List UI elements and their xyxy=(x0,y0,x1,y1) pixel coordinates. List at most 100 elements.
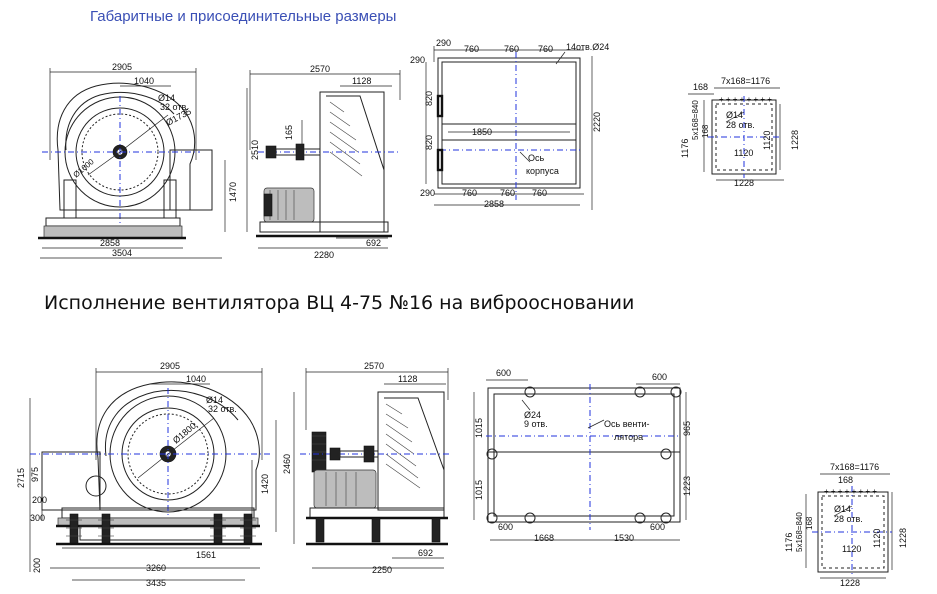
bottom-plan-labels: 600 600 Ø24 9 отв. Ось венти- лятора 101… xyxy=(474,368,692,543)
dim-2905-bottom: 2905 xyxy=(160,361,180,371)
dim-1015a: 1015 xyxy=(474,418,484,438)
bottom-flange-view: + + + + + + + + xyxy=(805,473,893,579)
dim-600c: 600 xyxy=(498,522,513,532)
flange-bottom-1176: 1176 xyxy=(784,533,794,552)
dim-692-bottom: 692 xyxy=(418,548,433,558)
flange-top-1176: 1176 xyxy=(680,139,690,158)
dim-1470: 1470 xyxy=(228,182,238,202)
dim-2510: 2510 xyxy=(250,140,260,160)
dim-760f: 760 xyxy=(532,188,547,198)
dim-760a: 760 xyxy=(464,44,479,54)
flange-bottom-1228-w: 1228 xyxy=(840,578,860,588)
drawing-title-dimensions: Габаритные и присоединительные размеры xyxy=(90,8,397,25)
dim-300: 300 xyxy=(30,513,45,523)
dim-3435: 3435 xyxy=(146,578,166,588)
bottom-plan-view xyxy=(473,379,687,541)
vibration-isolators xyxy=(66,513,256,545)
flange-top-1120-w: 1120 xyxy=(734,148,753,158)
dim-975: 975 xyxy=(30,467,40,482)
dim-290c: 290 xyxy=(420,188,435,198)
dim-1040-top: 1040 xyxy=(134,76,154,86)
bottom-side-view xyxy=(29,368,277,581)
flange-bottom-168-h: 168 xyxy=(805,516,814,530)
top-plan-view xyxy=(425,46,593,210)
flange-top-168: 168 xyxy=(693,82,708,92)
dim-1015b: 1015 xyxy=(474,480,484,500)
flange-top-1120-h: 1120 xyxy=(762,131,772,150)
dim-290a: 290 xyxy=(436,38,451,48)
dim-2715: 2715 xyxy=(16,468,26,488)
flange-bottom-hole-count: 28 отв. xyxy=(834,514,863,524)
plan-axis-label-1: Ось венти- xyxy=(604,419,650,429)
flange-top-168-h: 168 xyxy=(701,124,710,138)
top-side-labels: 2905 1040 Ø14 32 отв. Ø1735 Ø1600 2510 1… xyxy=(72,62,260,258)
dim-2250: 2250 xyxy=(372,565,392,575)
flange-top-1228-h: 1228 xyxy=(790,130,800,150)
dim-165: 165 xyxy=(284,125,294,140)
flange-bottom-hole-dia: Ø14 xyxy=(834,504,851,514)
top-front-labels: 2570 1128 165 2280 692 xyxy=(284,64,381,260)
flange-bottom-pattern-h: 5x168=840 xyxy=(795,512,804,552)
dim-600d: 600 xyxy=(650,522,665,532)
bottom-flange-labels: 7x168=1176 168 5x168=840 168 Ø14 28 отв.… xyxy=(784,462,908,588)
dim-2858-plan: 2858 xyxy=(484,199,504,209)
flange-bottom-168: 168 xyxy=(838,475,853,485)
flange-top-pattern-h: 5x168=840 xyxy=(691,100,700,140)
plan-hole-count: 9 отв. xyxy=(524,419,548,429)
flange-bottom-1228-h: 1228 xyxy=(898,528,908,548)
dim-2858-side: 2858 xyxy=(100,238,120,248)
dim-1128-top: 1128 xyxy=(352,76,371,86)
top-flange-labels: 168 7x168=1176 5x168=840 168 Ø14 28 отв.… xyxy=(680,76,800,188)
bottom-front-view xyxy=(293,368,450,569)
dim-200b: 200 xyxy=(32,558,42,573)
flange-bottom-holes-mark: + + + + + + + + xyxy=(824,487,877,496)
top-plan-labels: 290 760 760 760 14отв.Ø24 290 820 820 22… xyxy=(410,38,609,209)
dim-1040-bottom: 1040 xyxy=(186,374,206,384)
flange-top-pattern-w: 7x168=1176 xyxy=(721,76,770,86)
dim-2905-top: 2905 xyxy=(112,62,132,72)
hole-count-top: 32 отв. xyxy=(160,102,189,112)
plan-hole-dia: Ø24 xyxy=(524,410,541,420)
flange-top-hole-count: 28 отв. xyxy=(726,120,755,130)
dim-965: 965 xyxy=(682,421,692,436)
dim-1420: 1420 xyxy=(260,474,270,494)
dim-760c: 760 xyxy=(538,44,553,54)
holes-14x24: 14отв.Ø24 xyxy=(566,42,609,52)
dim-820b: 820 xyxy=(424,135,434,150)
dim-1530: 1530 xyxy=(614,533,634,543)
dim-1128-bottom: 1128 xyxy=(398,374,417,384)
axis-label-2: корпуса xyxy=(526,166,559,176)
flange-bottom-1120-w: 1120 xyxy=(842,544,861,554)
top-side-view xyxy=(38,68,248,259)
flange-top-hole-dia: Ø14 xyxy=(726,110,743,120)
top-flange-view: + + + + + + + + xyxy=(688,87,784,181)
dim-1668: 1668 xyxy=(534,533,554,543)
dim-760b: 760 xyxy=(504,44,519,54)
dim-1561: 1561 xyxy=(196,550,216,560)
dim-2220: 2220 xyxy=(592,112,602,132)
dim-2460: 2460 xyxy=(282,454,292,474)
dim-692-top: 692 xyxy=(366,238,381,248)
axis-label-1: Ось xyxy=(528,153,545,163)
dim-3504: 3504 xyxy=(112,248,132,258)
flange-bottom-pattern-w: 7x168=1176 xyxy=(830,462,879,472)
dim-600a: 600 xyxy=(496,368,511,378)
flange-bottom-1120-h: 1120 xyxy=(872,529,882,548)
top-front-view xyxy=(249,70,401,249)
hole-dia-top: Ø14 xyxy=(158,93,175,103)
dim-200a: 200 xyxy=(32,495,47,505)
dim-760e: 760 xyxy=(500,188,515,198)
dim-600b: 600 xyxy=(652,372,667,382)
dim-760d: 760 xyxy=(462,188,477,198)
dim-820a: 820 xyxy=(424,91,434,106)
plan-axis-label-2: лятора xyxy=(614,432,643,442)
circle-dia-bottom: Ø1800 xyxy=(171,420,198,445)
flange-top-holes-mark: + + + + + + + + xyxy=(719,95,772,104)
dim-1223: 1223 xyxy=(682,476,692,496)
dim-3260: 3260 xyxy=(146,563,166,573)
dim-2280: 2280 xyxy=(314,250,334,260)
dim-1850: 1850 xyxy=(472,127,492,137)
hole-dia-bottom: Ø14 xyxy=(206,395,223,405)
flange-top-1228-w: 1228 xyxy=(734,178,754,188)
